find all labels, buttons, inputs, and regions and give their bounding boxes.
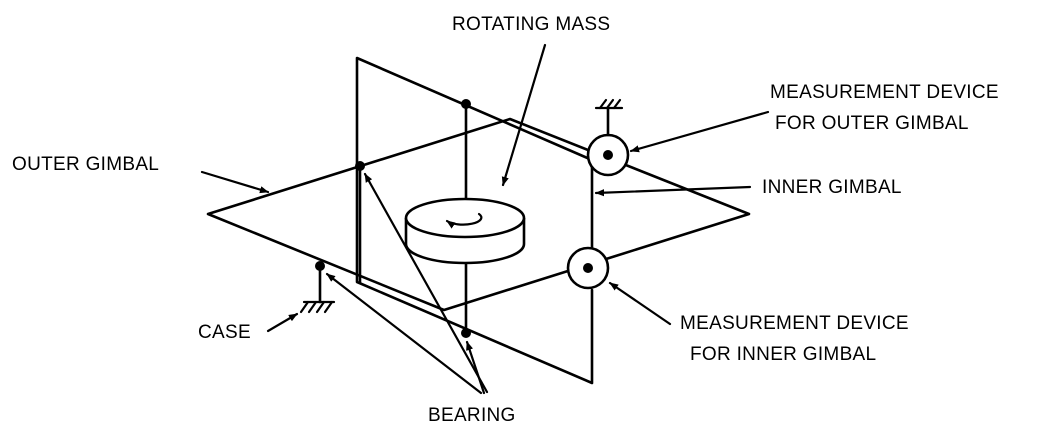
label-measurement-outer-2: FOR OUTER GIMBAL [775,113,969,134]
bearing-arrow-2 [325,272,483,395]
label-measurement-outer-1: MEASUREMENT DEVICE [770,82,999,103]
outer-gimbal-frame [206,117,751,312]
rotating-mass-arrow [501,43,547,187]
label-measurement-inner-2: FOR INNER GIMBAL [690,344,876,365]
inner-gimbal-arrow [594,185,752,197]
label-measurement-inner-1: MEASUREMENT DEVICE [680,313,909,334]
measurement-outer-arrow [629,110,770,153]
measurement-inner-arrow [608,281,672,326]
case-arrow [266,312,299,333]
bearing-points [315,99,613,338]
label-bearing: BEARING [428,405,516,426]
outer-device-ground-symbol [594,98,624,137]
outer-gimbal-arrow [200,170,270,194]
case-ground-symbol [299,264,336,314]
label-rotating-mass: ROTATING MASS [452,14,610,35]
bearing-arrow-3 [465,340,486,395]
label-case: CASE [198,322,251,343]
bearing-arrow-1 [363,172,489,394]
rotating-mass-disk [404,197,526,265]
label-outer-gimbal: OUTER GIMBAL [12,154,159,175]
label-inner-gimbal: INNER GIMBAL [762,177,902,198]
